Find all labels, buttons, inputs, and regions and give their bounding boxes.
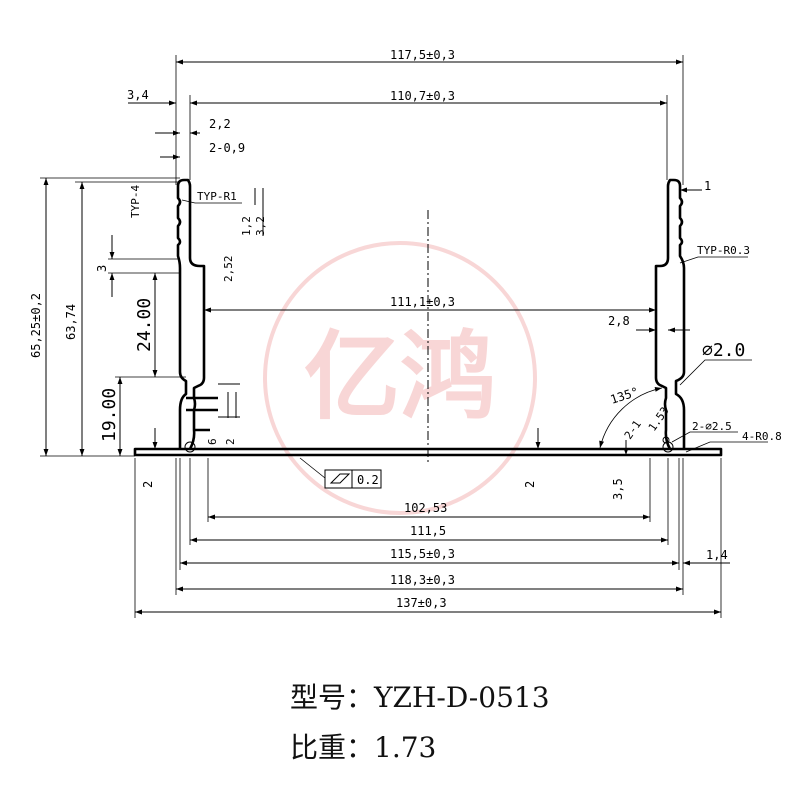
gravity-label: 比重：	[290, 731, 375, 764]
dim-right-offset: 1,4	[706, 548, 728, 562]
dim-radius-left: TYP-R1	[197, 190, 237, 203]
model-value: YZH-D-0513	[374, 681, 550, 714]
dim-fin-pitch-b: 3,2	[254, 216, 267, 236]
dim-holes: 2-⌀2.5	[692, 420, 732, 433]
gravity-info: 比重：1.73	[290, 726, 436, 766]
flatness-frame: 0.2	[324, 469, 382, 489]
leader-lines	[181, 199, 768, 479]
watermark-logo: 亿鸿	[263, 241, 537, 515]
extension-lines	[40, 55, 722, 618]
dim-fin-count: TYP-4	[129, 185, 142, 218]
dim-right-fin: 1	[704, 179, 711, 193]
dim-step-a: 3	[95, 265, 109, 272]
dim-small-b: 2	[224, 438, 237, 445]
dim-fin-spec: 2-0,9	[209, 141, 245, 155]
dim-bottom-4: 118,3±0,3	[390, 573, 455, 587]
dim-inner-height: 63,74	[64, 304, 78, 340]
dim-base-offset: 3,5	[611, 478, 625, 500]
dim-slot-upper: 24.00	[134, 298, 155, 352]
dim-fin-width: 2,2	[209, 117, 231, 131]
dim-top-overall: 117,5±0,3	[390, 48, 455, 62]
gravity-value: 1.73	[374, 731, 437, 764]
dim-small-a: 6	[206, 438, 219, 445]
dim-left-wall-offset: 3,4	[127, 88, 149, 102]
dim-rib: 1.53	[646, 405, 672, 434]
dim-base-thickness-left: 2	[141, 481, 155, 488]
dim-overall-height: 65,25±0,2	[29, 293, 43, 358]
dimension-lines	[43, 59, 730, 615]
dim-bottom-2: 111,5	[410, 524, 446, 538]
dim-rib-b: 2-1	[622, 418, 644, 442]
dim-slot-lower: 19.00	[99, 388, 120, 442]
dim-top-inner: 110,7±0,3	[390, 89, 455, 103]
dim-angle: 135°	[609, 385, 641, 407]
dim-radius-right: TYP-R0.3	[697, 244, 750, 257]
profile-outline	[133, 178, 723, 457]
model-label: 型号：	[290, 681, 375, 714]
dim-inner-span: 111,1±0,3	[390, 295, 455, 309]
watermark-text: 亿鸿	[304, 321, 496, 433]
dim-base-thickness-mid: 2	[523, 481, 537, 488]
dim-bottom-1: 102,53	[404, 501, 447, 515]
model-info: 型号：YZH-D-0513	[290, 676, 550, 716]
dim-corner-radius: 4-R0.8	[742, 430, 782, 443]
dim-bottom-5: 137±0,3	[396, 596, 447, 610]
dim-step-b: 2,52	[222, 256, 235, 283]
flatness-value: 0.2	[357, 473, 379, 487]
dim-wall-thickness: 2,8	[608, 314, 630, 328]
dim-fin-pitch-a: 1,2	[240, 216, 253, 236]
dim-bottom-3: 115,5±0,3	[390, 547, 455, 561]
dim-hole-diameter: ⌀2.0	[702, 340, 745, 361]
